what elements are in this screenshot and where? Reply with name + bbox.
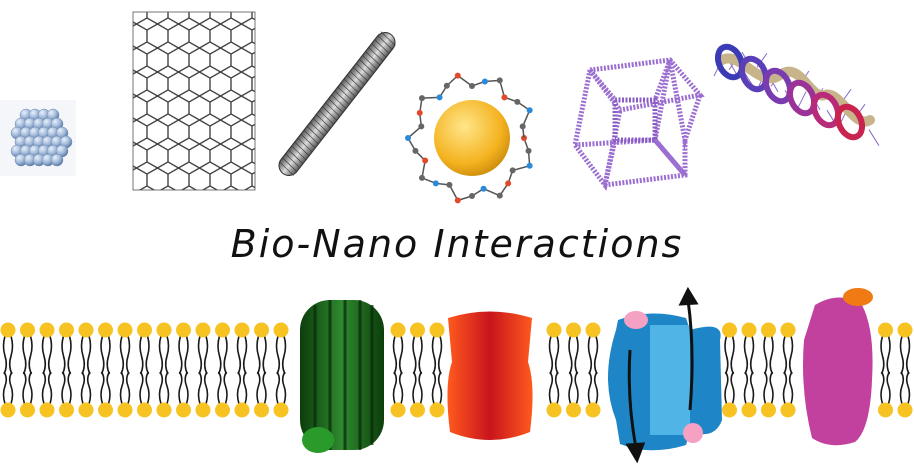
nanoparticle-cluster-icon xyxy=(0,100,76,176)
page-title: Bio-Nano Interactions xyxy=(230,222,684,266)
carbon-nanotube-icon xyxy=(278,31,396,176)
transport-arrows-icon xyxy=(625,286,699,464)
metal-organic-framework-icon xyxy=(405,72,533,204)
blue-transporter-protein-icon xyxy=(608,286,722,464)
magenta-receptor-protein-icon xyxy=(803,288,873,446)
lipid-bilayer xyxy=(0,322,913,418)
red-channel-protein-icon xyxy=(447,311,533,440)
peptide-helix-icon xyxy=(713,43,880,146)
graphene-sheet-icon xyxy=(132,11,256,191)
dna-origami-cube-icon xyxy=(572,57,705,191)
green-barrel-protein-icon xyxy=(300,300,384,453)
